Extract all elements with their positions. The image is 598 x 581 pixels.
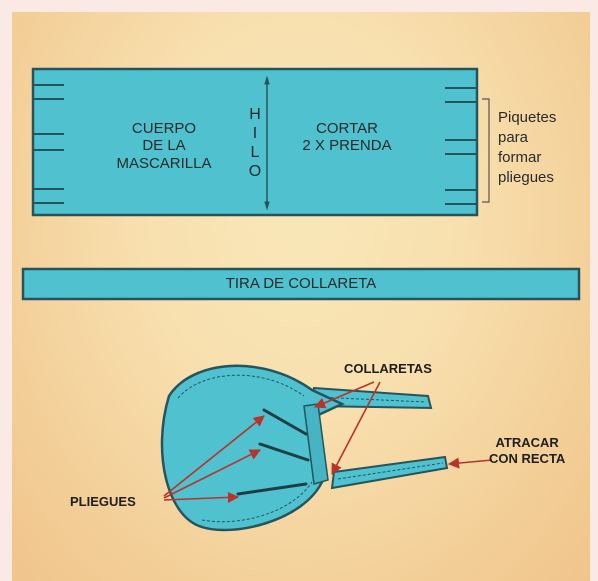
mask-pattern-diagram — [21, 67, 581, 532]
mask-illustration — [160, 364, 449, 532]
cut-label-line-1: CORTAR — [316, 120, 378, 137]
right-notch-marks — [445, 87, 477, 205]
collaretas-arrow-upper — [313, 381, 375, 409]
cut-label: CORTAR 2 X PRENDA — [291, 120, 403, 155]
notches-note-line-3: formar — [498, 149, 542, 166]
body-label-line-3: MASCARILLA — [116, 154, 212, 172]
notches-note: Piquetes para formar pliegues — [498, 108, 556, 188]
left-notch-marks — [33, 84, 64, 204]
atracar-label-line-2: CON RECTA — [489, 451, 566, 466]
fold-1 — [262, 408, 308, 436]
strip-label: TIRA DE COLLARETA — [225, 275, 377, 292]
atracar-arrow — [447, 457, 493, 469]
collaretas-label: COLLARETAS — [344, 361, 432, 376]
atracar-label-line-1: ATRACAR — [495, 435, 559, 450]
fold-2 — [258, 442, 310, 462]
mask-body-pattern-piece — [31, 67, 479, 217]
diagram-canvas: CUERPO DE LA MASCARILLA H I L O CORTAR 2… — [12, 12, 590, 581]
notches-note-line-1: Piquetes — [498, 109, 557, 126]
body-label: CUERPO DE LA MASCARILLA — [94, 120, 234, 172]
grain-letter-3: L — [250, 144, 260, 161]
collar-strip-pattern-piece — [21, 267, 581, 301]
pliegues-arrow-1 — [163, 415, 265, 497]
grain-letter-4: O — [248, 163, 262, 180]
notches-bracket — [482, 98, 490, 203]
notches-note-line-4: pliegues — [498, 169, 554, 186]
mask-side-band — [303, 403, 329, 485]
mask-body — [160, 364, 345, 532]
grain-letter-1: H — [249, 106, 261, 123]
pliegues-label: PLIEGUES — [70, 494, 136, 509]
pliegues-arrow-3 — [163, 491, 240, 504]
pliegues-arrow-2 — [163, 449, 262, 499]
callout-arrows — [163, 381, 493, 504]
lower-strap — [330, 455, 449, 490]
body-label-line-2: DE LA — [142, 137, 186, 155]
fold-3 — [236, 482, 308, 496]
cut-label-line-2: 2 X PRENDA — [302, 137, 392, 155]
grain-line-label: H I L O — [248, 105, 262, 181]
grain-letter-2: I — [252, 125, 258, 142]
collaretas-arrow-lower — [331, 381, 381, 475]
atracar-label: ATRACAR CON RECTA — [489, 435, 565, 467]
body-label-line-1: CUERPO — [131, 120, 197, 137]
notches-note-line-2: para — [498, 129, 529, 146]
